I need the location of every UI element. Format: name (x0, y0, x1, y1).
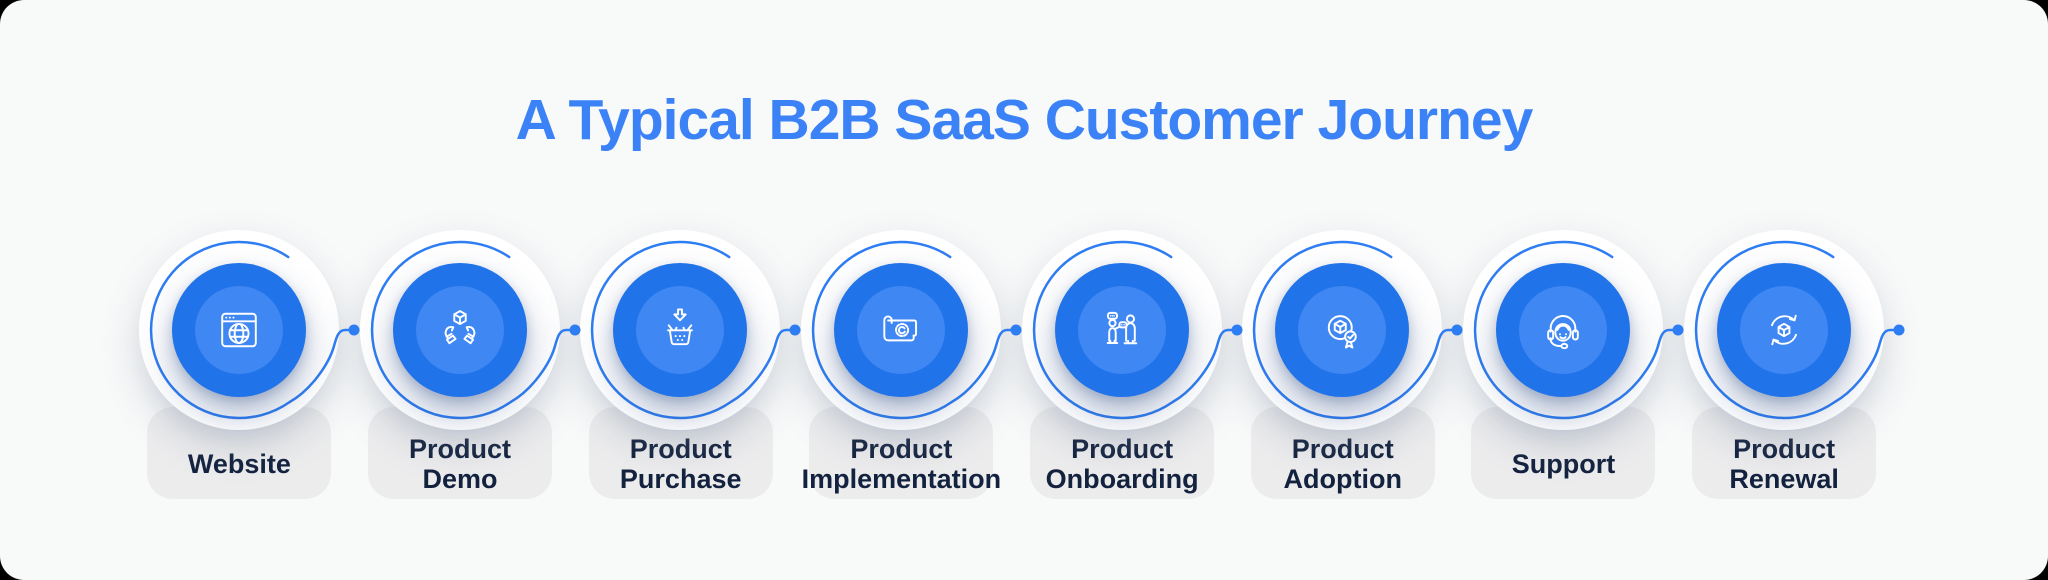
step-label: Product Purchase (619, 434, 742, 494)
journey-steps-row: Website Product Demo Product Purchase (129, 0, 1905, 580)
step-product-demo: Product Demo (350, 0, 581, 580)
renewal-cube-arrows-icon (1758, 304, 1810, 356)
browser-globe-icon (213, 304, 265, 356)
step-label: Product Implementation (801, 434, 1002, 494)
step-ring-connector (811, 240, 1022, 420)
page-title: A Typical B2B SaaS Customer Journey (515, 88, 1534, 152)
basket-arrow-icon (654, 304, 706, 356)
step-circle (834, 263, 969, 397)
step-circle-inner (1298, 286, 1387, 374)
step-label-pill: Support (1471, 407, 1656, 499)
step-circle-inner (1077, 286, 1166, 374)
step-label: Product Onboarding (1045, 434, 1199, 494)
step-ring-connector (1032, 240, 1243, 420)
step-circle (392, 263, 527, 397)
hands-cube-icon (434, 304, 486, 356)
step-label: Product Renewal (1729, 434, 1839, 494)
step-product-adoption: Product Adoption (1232, 0, 1463, 580)
step-label: Product Demo (409, 434, 512, 494)
step-label: Website (187, 449, 291, 479)
step-circle (613, 263, 748, 397)
step-product-onboarding: Product Onboarding (1012, 0, 1243, 580)
step-ring-connector (591, 240, 801, 420)
step-product-renewal: Product Renewal (1674, 0, 1905, 580)
step-ring-connector (1694, 240, 1905, 420)
step-circle (1275, 263, 1410, 397)
step-ring-connector (1473, 240, 1684, 420)
step-label: Product Adoption (1283, 434, 1403, 494)
step-ring-connector (149, 240, 360, 420)
step-label-pill: Product Purchase (588, 407, 773, 499)
step-circle-inner (1519, 286, 1608, 374)
support-headset-icon (1537, 304, 1589, 356)
adoption-badge-icon (1316, 304, 1368, 356)
step-product-implementation: Product Implementation (791, 0, 1022, 580)
step-label: Support (1511, 449, 1616, 479)
step-circle-inner (415, 286, 504, 374)
step-label-pill: Product Implementation (802, 407, 1001, 499)
step-website: Website (129, 0, 360, 580)
step-circle (1496, 263, 1631, 397)
blueprint-gear-icon (875, 304, 927, 356)
step-support: Support (1453, 0, 1684, 580)
step-circle (1054, 263, 1189, 397)
step-product-purchase: Product Purchase (570, 0, 801, 580)
onboarding-people-icon (1096, 304, 1148, 356)
step-ring-connector (1253, 240, 1463, 420)
step-circle-inner (857, 286, 946, 374)
step-ring-connector (370, 240, 581, 420)
